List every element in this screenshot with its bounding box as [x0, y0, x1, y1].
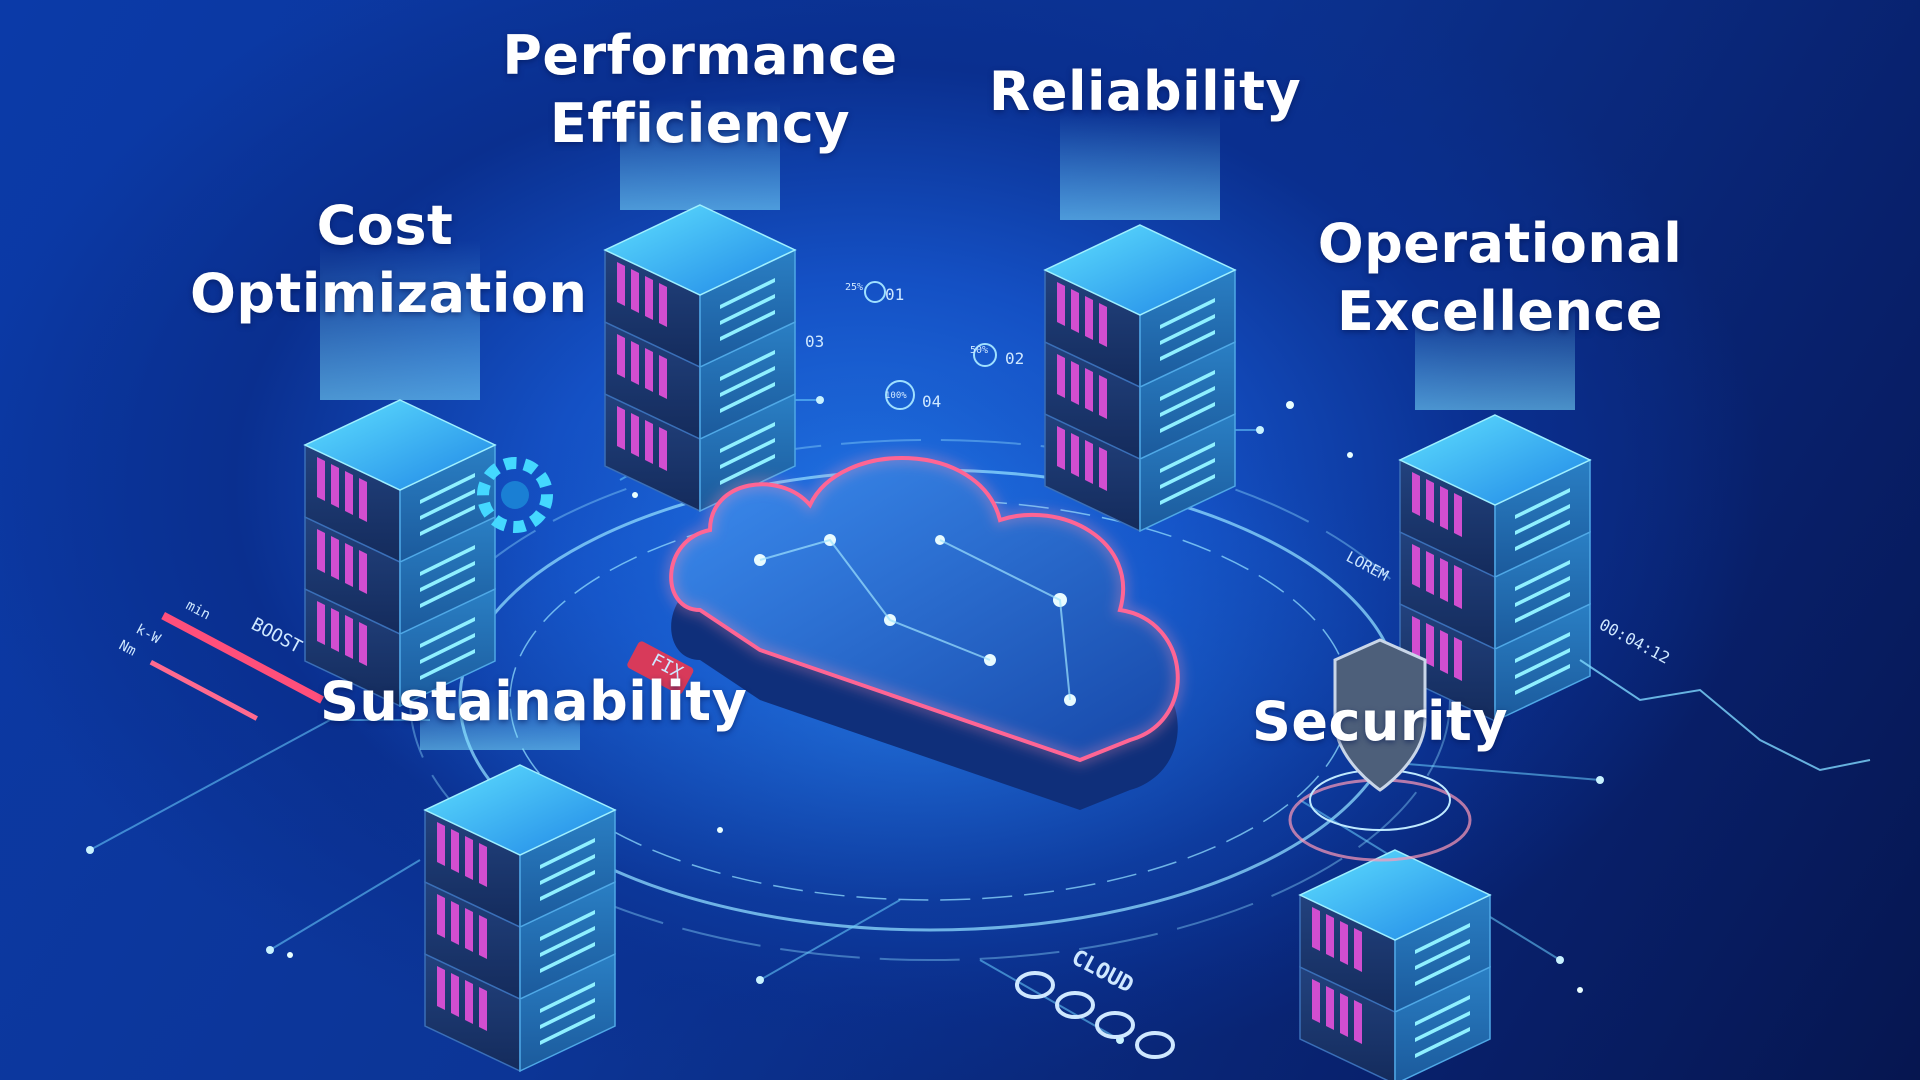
server-unit: [1398, 414, 1592, 579]
pct-25: 25%: [845, 282, 863, 293]
label-reliability-line1: Reliability: [988, 60, 1302, 123]
step-02: 02: [1005, 349, 1024, 368]
label-operational-line2: Excellence: [1336, 280, 1664, 343]
gear-icon: [477, 457, 553, 533]
label-cost-line1: Cost: [316, 194, 454, 257]
server-unit: [1399, 602, 1591, 723]
label-sustainability: Sustainability: [320, 668, 748, 736]
light-beams: [320, 100, 1575, 750]
label-performance-line1: Performance: [502, 24, 898, 87]
server-unit: [1299, 965, 1491, 1080]
timer-readout: 00:04:12: [1596, 615, 1673, 668]
server-unit: [303, 399, 497, 564]
server-unit: [604, 320, 796, 441]
nm-label: Nm: [116, 637, 138, 659]
pct-100: 100%: [885, 391, 907, 401]
server-unit: [603, 204, 797, 369]
server-unit: [1044, 412, 1236, 533]
server-stack-security: [1298, 849, 1492, 1080]
hud-right-chart: [1579, 659, 1871, 772]
server-stack-sustainability: [423, 764, 617, 1073]
server-unit: [1043, 224, 1237, 389]
kw-label: k-W: [133, 621, 163, 647]
server-unit: [1044, 340, 1236, 461]
server-unit: [424, 952, 616, 1073]
label-reliability: Reliability: [980, 58, 1310, 126]
label-performance-efficiency: Performance Efficiency: [500, 22, 900, 158]
label-security: Security: [1245, 688, 1515, 756]
server-unit: [1298, 849, 1492, 1014]
min-label: min: [183, 597, 213, 623]
server-stacks: [303, 204, 1592, 1080]
step-04: 04: [922, 392, 941, 411]
shield-icon: [1288, 638, 1472, 862]
hud-gauges: [864, 281, 997, 410]
hud-left-bars: [149, 612, 324, 721]
sparkles: [287, 401, 1583, 993]
label-cost-optimization: Cost Optimization: [190, 192, 588, 328]
label-performance-line2: Efficiency: [549, 92, 851, 155]
server-stack-operational: [1398, 414, 1592, 723]
boost-label: BOOST: [248, 614, 306, 658]
server-stack-performance: [603, 204, 797, 513]
step-01: 01: [885, 285, 904, 304]
hud-bottom-rings: [1015, 971, 1175, 1059]
label-operational-line1: Operational: [1317, 212, 1683, 275]
label-cost-line2: Optimization: [190, 262, 588, 325]
step-03: 03: [805, 332, 824, 351]
server-unit: [304, 587, 496, 708]
server-unit: [423, 764, 617, 929]
server-stack-reliability: [1043, 224, 1237, 533]
server-stack-cost: [303, 399, 497, 708]
pct-50: 50%: [970, 345, 988, 356]
label-sustainability-line1: Sustainability: [320, 670, 748, 733]
server-unit: [304, 515, 496, 636]
server-unit: [424, 880, 616, 1001]
cloud-icon: [666, 453, 1183, 810]
label-operational-excellence: Operational Excellence: [1310, 210, 1690, 346]
label-security-line1: Security: [1251, 690, 1509, 753]
